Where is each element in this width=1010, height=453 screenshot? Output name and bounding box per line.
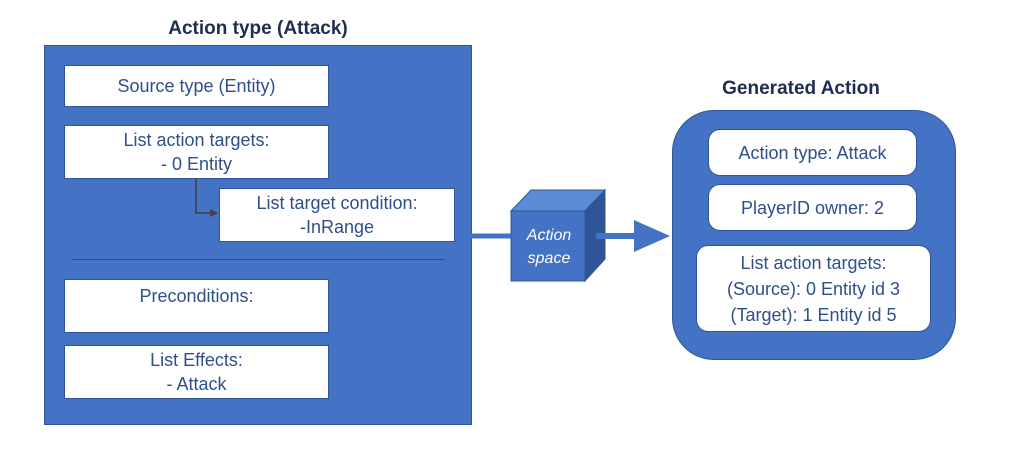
list-target-condition-heading: List target condition: <box>256 193 418 213</box>
action-space-label: Action space <box>510 224 588 270</box>
generated-action-type-box: Action type: Attack <box>708 129 917 176</box>
cube-top-face <box>509 189 607 212</box>
preconditions-heading: Preconditions: <box>139 286 254 306</box>
panel-divider <box>72 259 445 260</box>
list-target-condition-box: List target condition: -InRange <box>219 188 455 242</box>
generated-targets-target: (Target): 1 Entity id 5 <box>730 304 897 325</box>
generated-action-type-label: Action type: Attack <box>738 142 887 163</box>
cube-side-face <box>584 188 606 283</box>
generated-targets-source: (Source): 0 Entity id 3 <box>726 278 901 299</box>
list-action-targets-box: List action targets: - 0 Entity <box>64 125 329 179</box>
list-target-condition-item: -InRange <box>299 217 375 237</box>
action-type-title: Action type (Attack) <box>168 18 348 39</box>
list-effects-heading: List Effects: <box>150 350 243 370</box>
list-action-targets-heading: List action targets: <box>123 130 270 150</box>
source-type-label: Source type (Entity) <box>117 76 276 96</box>
source-type-box: Source type (Entity) <box>64 65 329 107</box>
player-owner-label: PlayerID owner: 2 <box>740 197 885 218</box>
action-space-label-line1: Action <box>526 227 572 244</box>
generated-action-title: Generated Action <box>722 78 880 99</box>
preconditions-box: Preconditions: <box>64 279 329 333</box>
action-space-label-line2: space <box>527 250 571 267</box>
list-action-targets-item: - 0 Entity <box>160 154 233 174</box>
list-effects-box: List Effects: - Attack <box>64 345 329 399</box>
output-arrow-head <box>634 220 670 252</box>
generated-targets-heading: List action targets: <box>740 252 887 273</box>
generated-action-targets-box: List action targets: (Source): 0 Entity … <box>696 245 931 332</box>
list-effects-item: - Attack <box>166 374 227 394</box>
player-owner-box: PlayerID owner: 2 <box>708 184 917 231</box>
